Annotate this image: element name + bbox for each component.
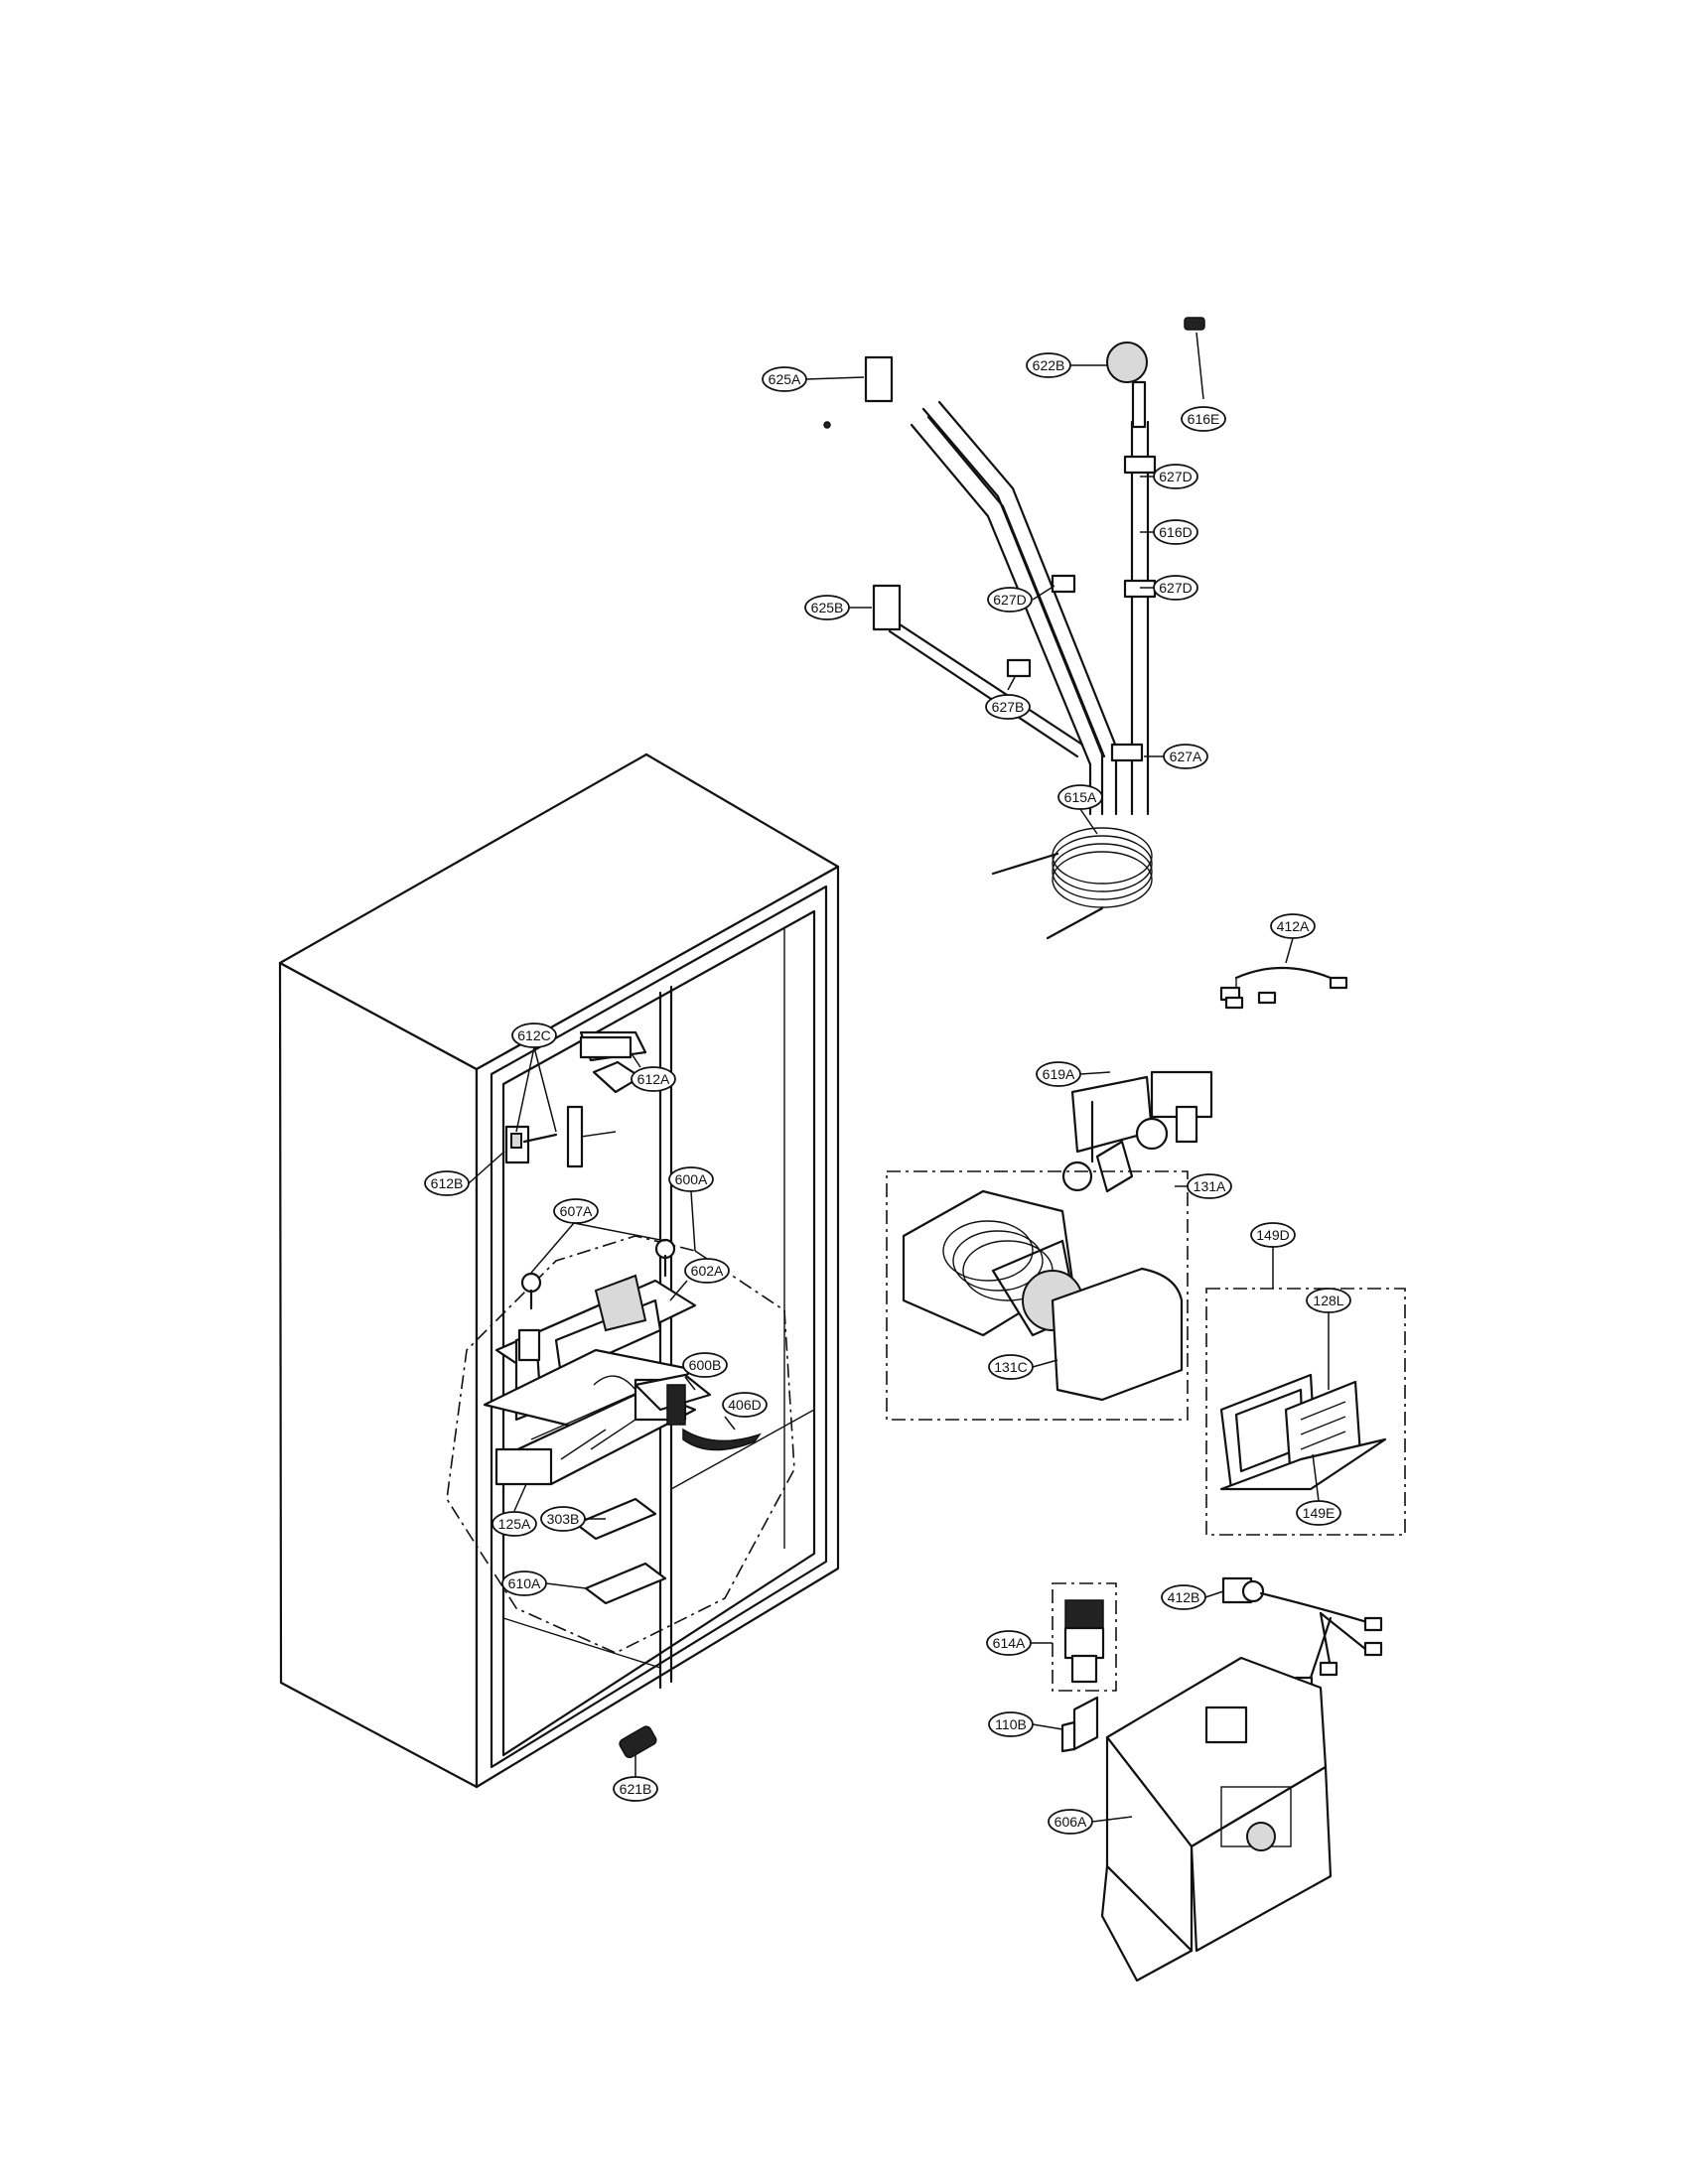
- svg-text:616D: 616D: [1159, 524, 1192, 540]
- callout-622B: 622B: [1026, 352, 1071, 378]
- svg-text:619A: 619A: [1043, 1066, 1075, 1082]
- svg-text:412B: 412B: [1168, 1589, 1200, 1605]
- callout-616E: 616E: [1181, 406, 1226, 432]
- svg-text:614A: 614A: [993, 1635, 1026, 1651]
- svg-text:131C: 131C: [994, 1359, 1027, 1375]
- callout-627D-2: 627D: [1153, 575, 1198, 601]
- svg-text:128L: 128L: [1313, 1293, 1343, 1308]
- callout-600B: 600B: [682, 1352, 728, 1378]
- callout-612C: 612C: [511, 1023, 557, 1048]
- svg-text:131A: 131A: [1194, 1178, 1226, 1194]
- callout-627B: 627B: [985, 694, 1031, 720]
- svg-text:406D: 406D: [728, 1397, 761, 1413]
- callout-406D: 406D: [722, 1392, 768, 1418]
- svg-text:616E: 616E: [1188, 411, 1220, 427]
- callout-621B: 621B: [613, 1776, 658, 1802]
- callout-625B: 625B: [804, 595, 850, 620]
- svg-text:606A: 606A: [1055, 1814, 1087, 1830]
- svg-text:125A: 125A: [498, 1516, 531, 1532]
- wire-harness-412a: [1219, 966, 1348, 1010]
- svg-text:149D: 149D: [1256, 1227, 1289, 1243]
- ice-bin-group: [886, 1170, 1189, 1421]
- svg-text:615A: 615A: [1064, 789, 1097, 805]
- callout-600A: 600A: [668, 1166, 714, 1192]
- callout-612A: 612A: [631, 1066, 676, 1092]
- callout-131A: 131A: [1187, 1173, 1232, 1199]
- callout-128L: 128L: [1306, 1288, 1351, 1313]
- svg-text:607A: 607A: [560, 1203, 593, 1219]
- callout-619A: 619A: [1036, 1061, 1081, 1087]
- svg-text:303B: 303B: [547, 1511, 580, 1527]
- callout-131C: 131C: [988, 1354, 1034, 1380]
- svg-text:110B: 110B: [995, 1716, 1027, 1732]
- callout-616D: 616D: [1153, 519, 1198, 545]
- svg-text:622B: 622B: [1033, 357, 1065, 373]
- callout-610A: 610A: [501, 1570, 547, 1596]
- svg-text:612A: 612A: [637, 1071, 670, 1087]
- svg-text:625B: 625B: [811, 600, 844, 615]
- callout-606A: 606A: [1048, 1809, 1093, 1835]
- callout-303B: 303B: [540, 1506, 586, 1532]
- svg-text:627D: 627D: [1159, 469, 1192, 484]
- water-fitting: [619, 1725, 657, 1759]
- callout-412B: 412B: [1161, 1584, 1206, 1610]
- svg-text:610A: 610A: [508, 1575, 541, 1591]
- svg-text:602A: 602A: [691, 1263, 724, 1279]
- relay-group: [1052, 1582, 1117, 1692]
- refrigerator-cabinet: [278, 752, 840, 1789]
- svg-text:625A: 625A: [769, 371, 801, 387]
- callout-149D: 149D: [1250, 1222, 1296, 1248]
- svg-text:627B: 627B: [992, 699, 1025, 715]
- dispenser-housing: [1100, 1656, 1333, 1982]
- small-bracket: [1060, 1696, 1099, 1753]
- callout-615A: 615A: [1057, 784, 1103, 810]
- svg-text:627D: 627D: [993, 592, 1026, 608]
- callout-614A: 614A: [986, 1630, 1032, 1656]
- callout-612B: 612B: [424, 1170, 470, 1196]
- callout-110B: 110B: [988, 1711, 1034, 1737]
- svg-text:627D: 627D: [1159, 580, 1192, 596]
- svg-text:412A: 412A: [1277, 918, 1310, 934]
- water-valve: [1061, 1070, 1213, 1193]
- svg-text:600A: 600A: [675, 1171, 708, 1187]
- callout-627D-1: 627D: [1153, 464, 1198, 489]
- water-tubing-assembly: [823, 317, 1205, 816]
- callout-602A: 602A: [684, 1258, 730, 1284]
- callout-125A: 125A: [492, 1511, 537, 1537]
- callout-149E: 149E: [1296, 1500, 1341, 1526]
- svg-text:612B: 612B: [431, 1175, 464, 1191]
- svg-text:612C: 612C: [517, 1027, 550, 1043]
- callout-607A: 607A: [553, 1198, 599, 1224]
- callout-625A: 625A: [762, 366, 807, 392]
- callout-412A: 412A: [1270, 913, 1316, 939]
- svg-text:149E: 149E: [1303, 1505, 1336, 1521]
- icemaker-assembly: [483, 1238, 762, 1605]
- svg-text:621B: 621B: [620, 1781, 652, 1797]
- tube-coil: [991, 827, 1153, 940]
- svg-text:627A: 627A: [1170, 749, 1202, 764]
- leader-lines: [468, 332, 1330, 1823]
- callout-627A: 627A: [1163, 744, 1208, 769]
- svg-text:600B: 600B: [689, 1357, 722, 1373]
- icemaker-boundary: [446, 1235, 795, 1654]
- dispenser-cover-group: [1205, 1288, 1406, 1536]
- callout-627D-3: 627D: [987, 587, 1033, 613]
- top-bracket-group: [504, 1030, 647, 1168]
